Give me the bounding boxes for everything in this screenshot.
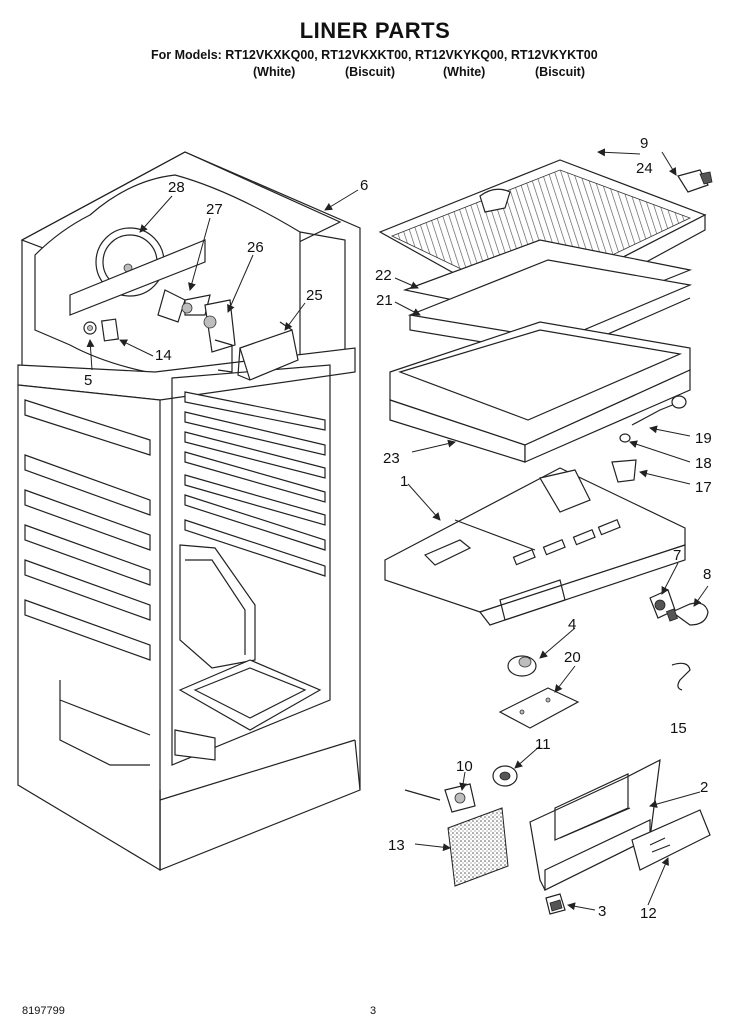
model-color-3: (White): [443, 65, 486, 79]
light-switch: [677, 169, 713, 193]
callout-26: 26: [247, 239, 264, 256]
control-knob: [507, 655, 537, 677]
callout-15: 15: [670, 720, 687, 737]
callout-4: 4: [568, 616, 576, 633]
callout-25: 25: [306, 287, 323, 304]
callout-1: 1: [400, 473, 408, 490]
fan-shroud-insulation: [100, 318, 120, 342]
model-color-2: (Biscuit): [345, 65, 395, 79]
drain-cap: [619, 433, 631, 443]
fan-motor: [203, 299, 236, 373]
callout-14: 14: [155, 347, 172, 364]
control-bracket: [498, 687, 580, 729]
callout-labels: 28 27 26 25 6 14 5 9 24 22 21 23 1 19 18…: [84, 135, 712, 922]
callout-27: 27: [206, 201, 223, 218]
callout-12: 12: [640, 905, 657, 922]
page-number: 3: [370, 1005, 377, 1017]
callout-22: 22: [375, 267, 392, 284]
callout-11: 11: [535, 736, 551, 753]
left-side-rails: [24, 399, 151, 661]
bulb-socket-clip: [545, 893, 566, 915]
fan-blade: [157, 289, 211, 323]
callout-21: 21: [376, 292, 393, 309]
callout-28: 28: [168, 179, 185, 196]
model-list: For Models: RT12VKXKQ00, RT12VKXKT00, RT…: [151, 48, 598, 62]
leader-lines: [86, 148, 709, 911]
callout-6: 6: [360, 177, 368, 194]
callout-13: 13: [388, 837, 405, 854]
callout-20: 20: [564, 649, 581, 666]
control-console: [529, 758, 661, 891]
callout-8: 8: [703, 566, 711, 583]
callout-24: 24: [636, 160, 653, 177]
model-color-4: (Biscuit): [535, 65, 585, 79]
light-bulb: [666, 602, 709, 626]
callout-18: 18: [695, 455, 712, 472]
crisper-drawer: [389, 321, 691, 463]
callout-5: 5: [84, 372, 92, 389]
callout-2: 2: [700, 779, 708, 796]
document-number: 8197799: [22, 1005, 65, 1017]
evaporator-fan-grille: [69, 227, 206, 316]
control-housing: [384, 467, 686, 626]
grommet: [83, 321, 97, 335]
temperature-label: [631, 809, 711, 871]
drain-tube: [631, 395, 687, 426]
callout-17: 17: [695, 479, 712, 496]
insulation-pad: [447, 807, 509, 887]
spring-clip: [671, 662, 691, 691]
callout-9: 9: [640, 135, 648, 152]
callout-23: 23: [383, 450, 400, 467]
page-title: LINER PARTS: [299, 18, 451, 43]
callout-10: 10: [456, 758, 473, 775]
model-color-1: (White): [253, 65, 296, 79]
drain-trough: [611, 459, 637, 483]
callout-19: 19: [695, 430, 712, 447]
callout-3: 3: [598, 903, 606, 920]
right-side-rails: [184, 391, 326, 577]
callout-7: 7: [673, 547, 681, 564]
temperature-dial: [492, 765, 518, 787]
thermostat: [404, 783, 476, 813]
